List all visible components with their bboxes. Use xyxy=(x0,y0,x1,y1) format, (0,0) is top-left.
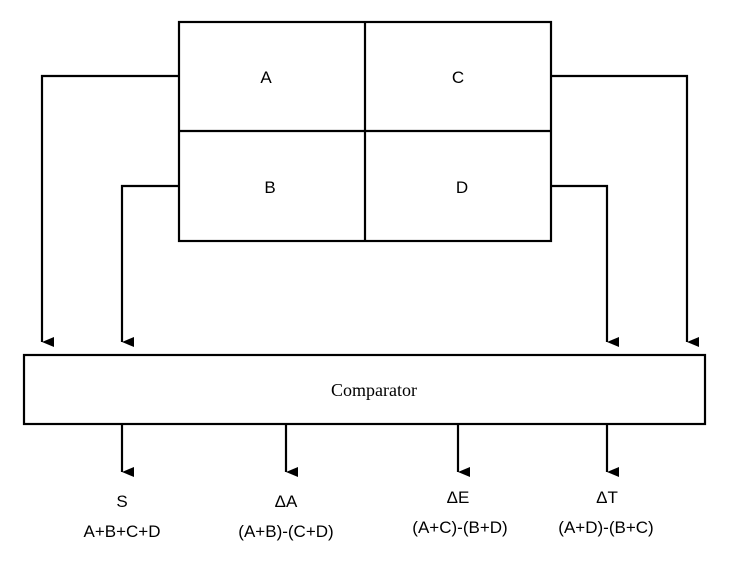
output-s-symbol: S xyxy=(116,492,127,511)
output-labels: S A+B+C+D ΔA (A+B)-(C+D) ΔE (A+C)-(B+D) … xyxy=(83,488,653,541)
output-delta-e-symbol: ΔE xyxy=(447,488,470,507)
signal-b-arrow xyxy=(120,184,179,347)
comparator-label: Comparator xyxy=(331,380,417,400)
output-delta-t-formula: (A+D)-(B+C) xyxy=(558,518,653,537)
output-delta-a-symbol: ΔA xyxy=(275,492,298,511)
output-s-formula: A+B+C+D xyxy=(83,522,160,541)
output-signal-lines xyxy=(120,424,619,477)
comparator-box xyxy=(22,353,707,426)
output-delta-a-formula: (A+B)-(C+D) xyxy=(238,522,333,541)
output-delta-e-formula: (A+C)-(B+D) xyxy=(412,518,507,537)
comparator: Comparator xyxy=(22,353,707,426)
quadrant-d-label: D xyxy=(456,178,468,197)
quadrant-c-label: C xyxy=(452,68,464,87)
output-delta-t-symbol: ΔT xyxy=(596,488,618,507)
signal-c-arrow xyxy=(551,74,699,347)
quadrant-b-label: B xyxy=(264,178,275,197)
input-signal-lines xyxy=(40,74,699,347)
signal-a-arrow xyxy=(40,74,179,347)
detector: A C B D xyxy=(177,20,553,243)
quadrant-a-label: A xyxy=(260,68,272,87)
signal-d-arrow xyxy=(551,184,619,347)
